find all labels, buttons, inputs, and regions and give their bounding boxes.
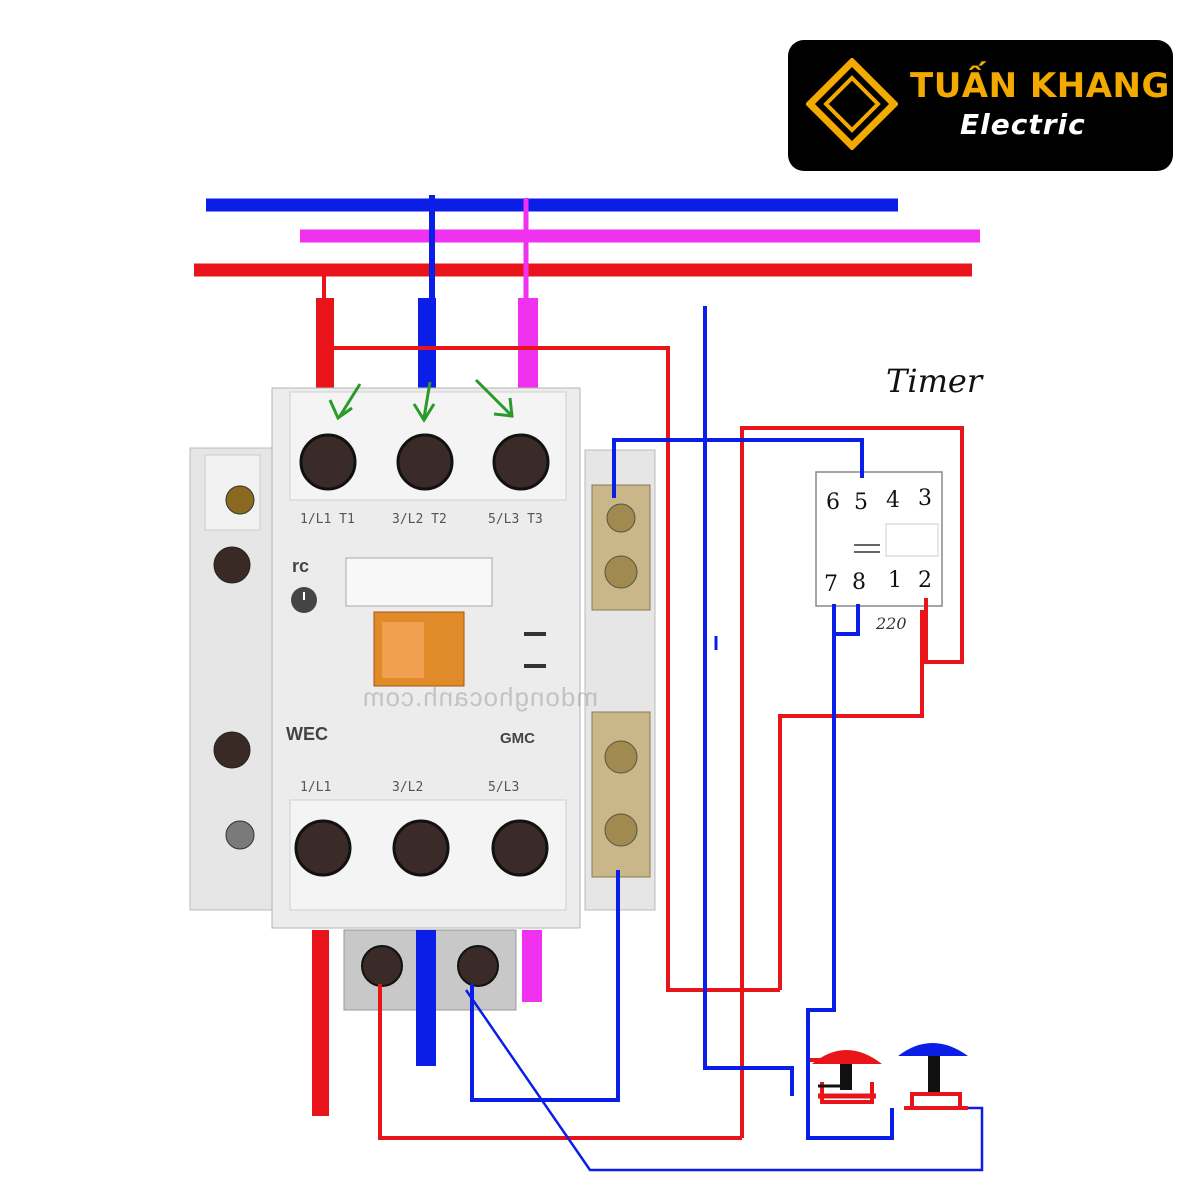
top-terminal-3 xyxy=(492,433,550,491)
brand-left: WEC xyxy=(286,724,328,744)
logo-subtitle: Electric xyxy=(960,108,1086,141)
logo-title: TUẤN KHANG xyxy=(910,66,1170,106)
blue-drop xyxy=(418,298,436,392)
red-drop xyxy=(316,298,334,394)
timer-pin-4: 4 xyxy=(886,488,900,513)
timer-label: Timer xyxy=(886,362,983,400)
timer-pin-7: 7 xyxy=(824,572,838,597)
timer-pin-1: 1 xyxy=(888,568,902,593)
bottom-terminal-3 xyxy=(491,819,549,877)
top-terminal-label-1: 1/L1 T1 xyxy=(300,512,355,527)
stop-button xyxy=(812,1050,882,1104)
timer-voltage: 220 xyxy=(876,614,907,633)
green-arrows xyxy=(328,378,514,423)
top-terminal-1 xyxy=(299,433,357,491)
left-aux-screw-4 xyxy=(225,820,255,850)
timer-pin-8: 8 xyxy=(852,570,866,595)
rc-mark: rc xyxy=(292,556,310,576)
brand-right: GMC xyxy=(500,730,535,747)
bottom-terminal-1 xyxy=(294,819,352,877)
watermark: mdonghocanh.com xyxy=(361,682,598,712)
top-terminal-label-2: 3/L2 T2 xyxy=(392,512,447,527)
timer-pin-3: 3 xyxy=(918,486,932,511)
top-terminal-2 xyxy=(396,433,454,491)
timer-pin-2: 2 xyxy=(918,568,932,593)
bottom-terminal-label-3: 5/L3 xyxy=(488,780,520,795)
left-aux-screw-1 xyxy=(225,485,255,515)
start-button xyxy=(898,1043,968,1110)
timer-pin-5: 5 xyxy=(854,490,868,515)
left-aux-screw-3 xyxy=(213,731,251,769)
coil-terminal-a2 xyxy=(457,945,499,987)
bottom-terminal-label-1: 1/L1 xyxy=(300,780,332,795)
timer-pin-6: 6 xyxy=(826,490,840,515)
out-red xyxy=(312,930,329,1116)
bottom-terminal-label-2: 3/L2 xyxy=(392,780,424,795)
blue-control-wires xyxy=(464,306,984,1172)
left-aux-screw-2 xyxy=(213,546,251,584)
top-terminal-label-3: 5/L3 T3 xyxy=(488,512,543,527)
coil-terminal-a1 xyxy=(361,945,403,987)
out-blue xyxy=(416,930,436,1066)
out-pink xyxy=(522,930,542,1002)
tk-logo-icon xyxy=(806,58,898,150)
bottom-terminal-2 xyxy=(392,819,450,877)
